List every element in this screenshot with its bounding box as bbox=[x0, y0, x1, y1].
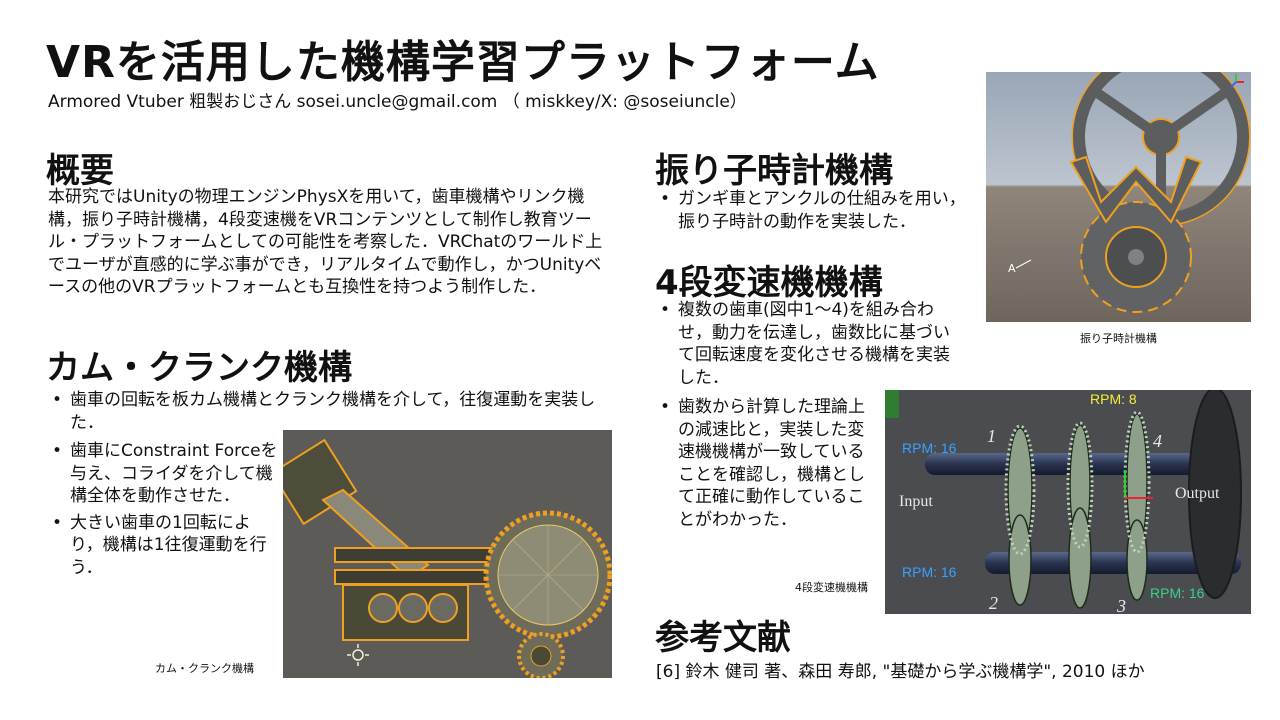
transmission-render: RPM: 8 RPM: 16 RPM: 16 RPM: 16 Input Out… bbox=[885, 390, 1251, 614]
cam-heading: カム・クランク機構 bbox=[46, 348, 352, 388]
pendulum-render: A bbox=[986, 72, 1251, 322]
reference-entry: [6] 鈴木 健司 著、森田 寿郎, "基礎から学ぶ機構学", 2010 ほか bbox=[656, 662, 1145, 682]
light-icon bbox=[347, 644, 369, 666]
cam-crank-render bbox=[283, 430, 612, 678]
cam-bullet-list-narrow: 歯車にConstraint Forceを与え、コライダを介して機構全体を動作させ… bbox=[48, 440, 280, 583]
pendulum-caption: 振り子時計機構 bbox=[1080, 332, 1157, 345]
pendulum-heading: 振り子時計機構 bbox=[655, 151, 893, 191]
transmission-bullet-2: 歯数から計算した理論上の減速比と，実装した変速機機構が一致していることを確認し，… bbox=[656, 396, 874, 531]
transmission-bullet-list: 複数の歯車(図中1～4)を組み合わせ，動力を伝達し，歯数比に基づいて回転速度を変… bbox=[656, 299, 951, 394]
gear-label-4: 4 bbox=[1153, 431, 1162, 451]
rpm-left-top-label: RPM: 16 bbox=[902, 440, 957, 456]
gear-label-3: 3 bbox=[1116, 596, 1126, 614]
gear-label-1: 1 bbox=[987, 426, 996, 446]
pendulum-clock-figure: A bbox=[986, 72, 1251, 322]
cam-caption: カム・クランク機構 bbox=[155, 662, 254, 675]
cam-bullet-1: 歯車の回転を板カム機構とクランク機構を介して，往復運動を実装した． bbox=[48, 389, 618, 434]
author-line: Armored Vtuber 粗製おじさん sosei.uncle@gmail.… bbox=[48, 92, 747, 112]
transmission-heading: 4段変速機機構 bbox=[655, 263, 883, 303]
overview-text: 本研究ではUnityの物理エンジンPhysXを用いて，歯車機構やリンク機構，振り… bbox=[48, 187, 603, 297]
gear-label-2: 2 bbox=[989, 593, 998, 613]
output-label: Output bbox=[1175, 485, 1220, 502]
pendulum-bullet-list: ガンギ車とアンクルの仕組みを用い，振り子時計の動作を実装した． bbox=[656, 188, 976, 233]
figure-label-a: A bbox=[1008, 262, 1016, 275]
cam-crank-figure bbox=[283, 430, 612, 678]
cam-bullet-3: 大きい歯車の1回転により，機構は1往復運動を行う． bbox=[48, 512, 280, 580]
overview-heading: 概要 bbox=[46, 151, 114, 191]
transmission-caption: 4段変速機機構 bbox=[795, 581, 868, 594]
page-title: VRを活用した機構学習プラットフォーム bbox=[46, 37, 880, 88]
transmission-bullet-1: 複数の歯車(図中1～4)を組み合わせ，動力を伝達し，歯数比に基づいて回転速度を変… bbox=[656, 299, 951, 389]
rpm-right-bottom-label: RPM: 16 bbox=[1150, 585, 1205, 601]
cam-bullet-2: 歯車にConstraint Forceを与え、コライダを介して機構全体を動作させ… bbox=[48, 440, 280, 508]
transmission-bullet-list-narrow: 歯数から計算した理論上の減速比と，実装した変速機機構が一致していることを確認し，… bbox=[656, 396, 874, 531]
pendulum-bullet-1: ガンギ車とアンクルの仕組みを用い，振り子時計の動作を実装した． bbox=[656, 188, 976, 233]
scene-tag bbox=[885, 390, 899, 418]
cam-bullet-list: 歯車の回転を板カム機構とクランク機構を介して，往復運動を実装した． bbox=[48, 389, 618, 434]
transmission-figure: RPM: 8 RPM: 16 RPM: 16 RPM: 16 Input Out… bbox=[885, 390, 1251, 614]
rpm-top-label: RPM: 8 bbox=[1090, 391, 1137, 407]
references-heading: 参考文献 bbox=[655, 618, 791, 658]
rpm-left-bottom-label: RPM: 16 bbox=[902, 564, 957, 580]
input-label: Input bbox=[899, 493, 933, 510]
